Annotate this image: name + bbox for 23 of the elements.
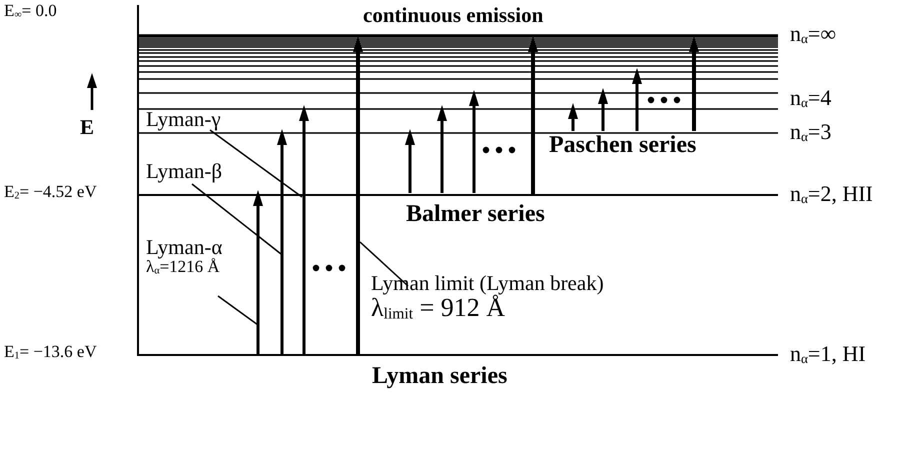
energy-value: E$_{∞}$= 0.0 — [4, 2, 57, 20]
transition-label: Lyman-α — [146, 236, 222, 258]
transition-label: Lyman-γ — [146, 108, 221, 130]
leader-line — [210, 129, 302, 198]
level-label: n$_{α}$=4 — [790, 86, 832, 110]
series-label: Paschen series — [549, 133, 696, 158]
energy-value: E$_{2}$= −4.52 eV — [4, 183, 97, 201]
axis-label: E — [80, 116, 94, 138]
leader-line — [218, 295, 258, 326]
leader-line — [192, 183, 282, 255]
level-label: n$_{α}$=2, HII — [790, 182, 873, 206]
heading: continuous emission — [363, 4, 544, 26]
transition-label: Lyman limit (Lyman break) — [371, 272, 604, 294]
transition-label: Lyman-β — [146, 160, 222, 182]
series-label: Balmer series — [406, 202, 545, 228]
leader-line — [360, 241, 408, 287]
series-label: Lyman series — [372, 364, 508, 390]
level-label: n$_{α}$=3 — [790, 120, 832, 144]
wavelength-label: λ$_{α}$=1216 Å — [146, 258, 220, 276]
energy-value: E$_{1}$= −13.6 eV — [4, 343, 97, 361]
level-label: n$_{α}$=∞ — [790, 22, 836, 46]
level-label: n$_{α}$=1, HI — [790, 342, 866, 366]
wavelength-label: λ$_{limit}$ = 912 Å — [371, 294, 506, 322]
